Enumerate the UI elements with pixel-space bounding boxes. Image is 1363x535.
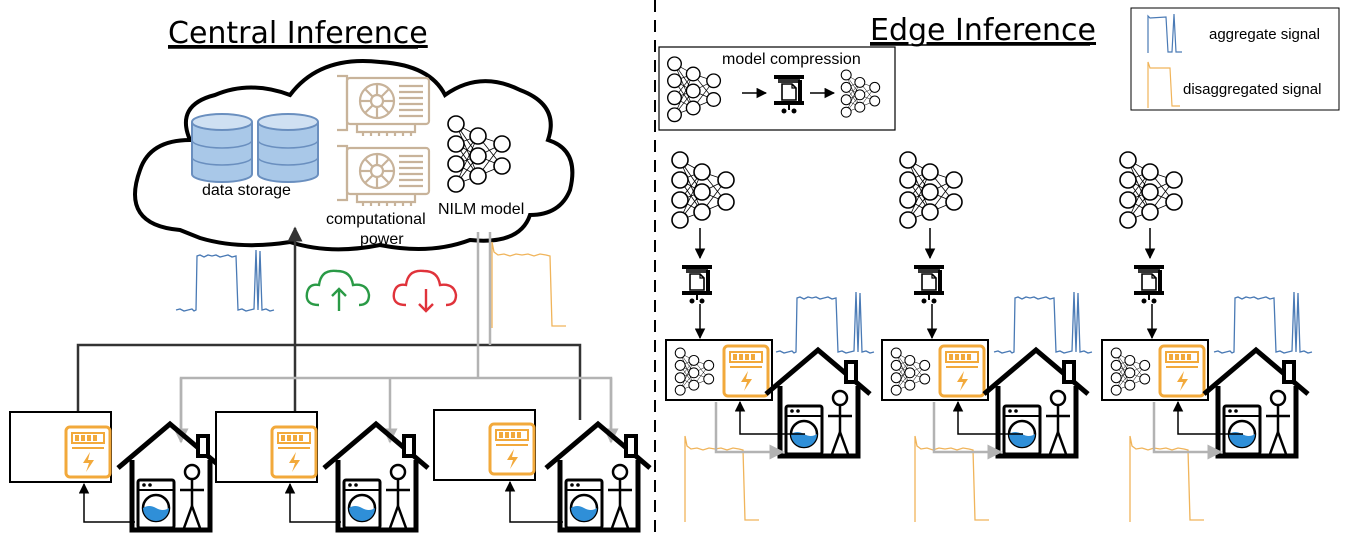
neural-network-icon — [671, 151, 735, 229]
neural-network-icon — [899, 151, 963, 229]
aggregate-signal-trace — [1213, 291, 1313, 354]
legend-aggregate-label: aggregate signal — [1209, 26, 1320, 43]
house-icon — [324, 424, 428, 530]
legend-disaggregated-label: disaggregated signal — [1183, 81, 1321, 98]
nilm-model-label: NILM model — [438, 201, 524, 218]
edge-unit-1 — [665, 151, 875, 523]
central-house-3 — [433, 409, 650, 530]
central-uplinks — [76, 226, 619, 444]
central-house-1 — [9, 411, 222, 530]
cloud-upload-icon — [305, 269, 371, 311]
edge-inference-title: Edge Inference — [870, 13, 1096, 48]
central-house-2 — [215, 411, 428, 530]
house-icon — [1204, 350, 1308, 456]
data-storage-label: data storage — [202, 182, 291, 199]
database-icon — [191, 113, 253, 183]
smart-meter-icon — [270, 425, 318, 479]
edge-unit-2 — [881, 151, 1093, 523]
file-compress-icon — [681, 264, 713, 305]
disaggregated-signal-trace — [684, 435, 760, 523]
file-compress-icon — [1133, 264, 1165, 305]
database-icon — [257, 113, 319, 183]
house-icon — [766, 350, 870, 456]
edge-unit-3 — [1101, 151, 1313, 523]
disaggregated-signal-trace — [491, 241, 567, 329]
model-compression-box: model compression — [658, 46, 896, 131]
house-icon — [546, 424, 650, 530]
model-compression-label: model compression — [722, 51, 861, 68]
aggregate-signal-trace — [775, 291, 875, 354]
file-compress-icon — [913, 264, 945, 305]
smart-meter-icon — [722, 344, 770, 398]
aggregate-signal-trace — [993, 291, 1093, 354]
disaggregated-signal-trace — [1129, 435, 1205, 523]
smart-meter-icon — [1158, 344, 1206, 398]
cloud-download-icon — [392, 269, 458, 313]
smart-meter-icon — [938, 344, 986, 398]
disaggregated-signal-trace — [914, 435, 990, 523]
legend: aggregate signal disaggregated signal — [1130, 7, 1340, 111]
smart-meter-icon — [64, 425, 112, 479]
neural-network-icon — [1119, 151, 1183, 229]
cloud-server: data storage computational power NILM mo… — [133, 59, 575, 252]
computational-power-label: computational — [326, 211, 426, 228]
smart-meter-icon — [488, 422, 536, 476]
aggregate-signal-trace — [175, 249, 275, 312]
computational-power-label-2: power — [360, 231, 404, 248]
house-icon — [984, 350, 1088, 456]
central-inference-title: Central Inference — [168, 16, 428, 51]
house-icon — [118, 424, 222, 530]
